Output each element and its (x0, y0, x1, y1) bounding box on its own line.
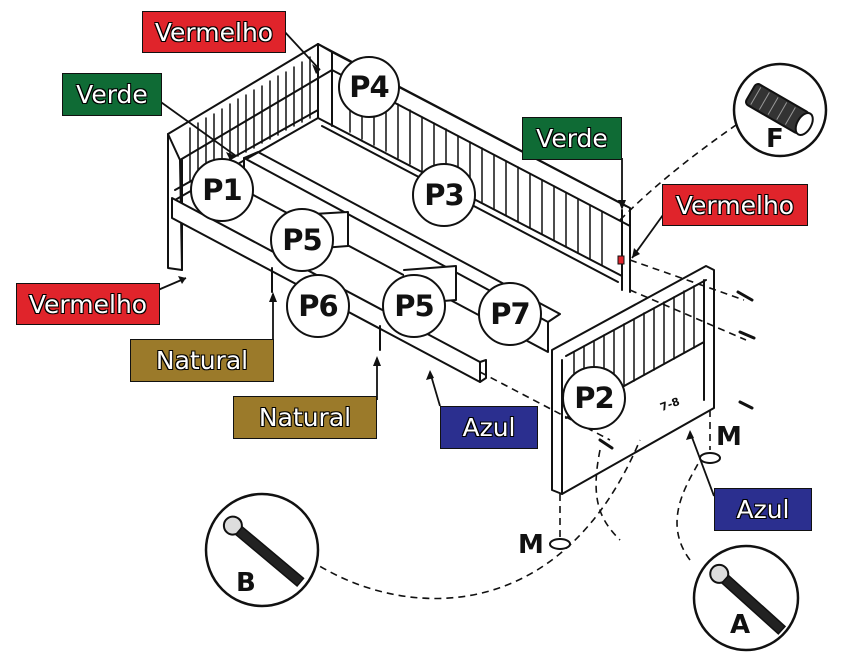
foot-label-m-bottom: M (518, 530, 544, 560)
hardware-letter-f: F (766, 124, 784, 154)
label-natural-1: Natural (130, 339, 274, 382)
label-vermelho-left: Vermelho (16, 283, 160, 325)
foot-disc-right (699, 452, 721, 464)
part-p4: P4 (338, 56, 400, 118)
hardware-letter-b: B (236, 568, 256, 598)
label-vermelho-top: Vermelho (142, 11, 286, 53)
label-natural-2: Natural (233, 396, 377, 439)
label-azul-center: Azul (440, 406, 538, 449)
foot-disc-bottom (549, 538, 571, 550)
left-end-panel (167, 43, 333, 161)
part-p7: P7 (478, 282, 542, 346)
label-azul-right: Azul (714, 488, 812, 531)
part-p5-b: P5 (382, 274, 446, 338)
label-verde-right: Verde (522, 117, 622, 160)
part-p2: P2 (562, 366, 626, 430)
foot-label-m-right: M (716, 422, 742, 452)
hardware-letter-a: A (730, 610, 751, 640)
part-p5-a: P5 (270, 208, 334, 272)
part-p1: P1 (190, 158, 254, 222)
part-p3: P3 (412, 163, 476, 227)
label-verde-left: Verde (62, 73, 162, 116)
part-p6: P6 (286, 274, 350, 338)
label-vermelho-right: Vermelho (662, 184, 808, 226)
dash-a (676, 459, 701, 561)
